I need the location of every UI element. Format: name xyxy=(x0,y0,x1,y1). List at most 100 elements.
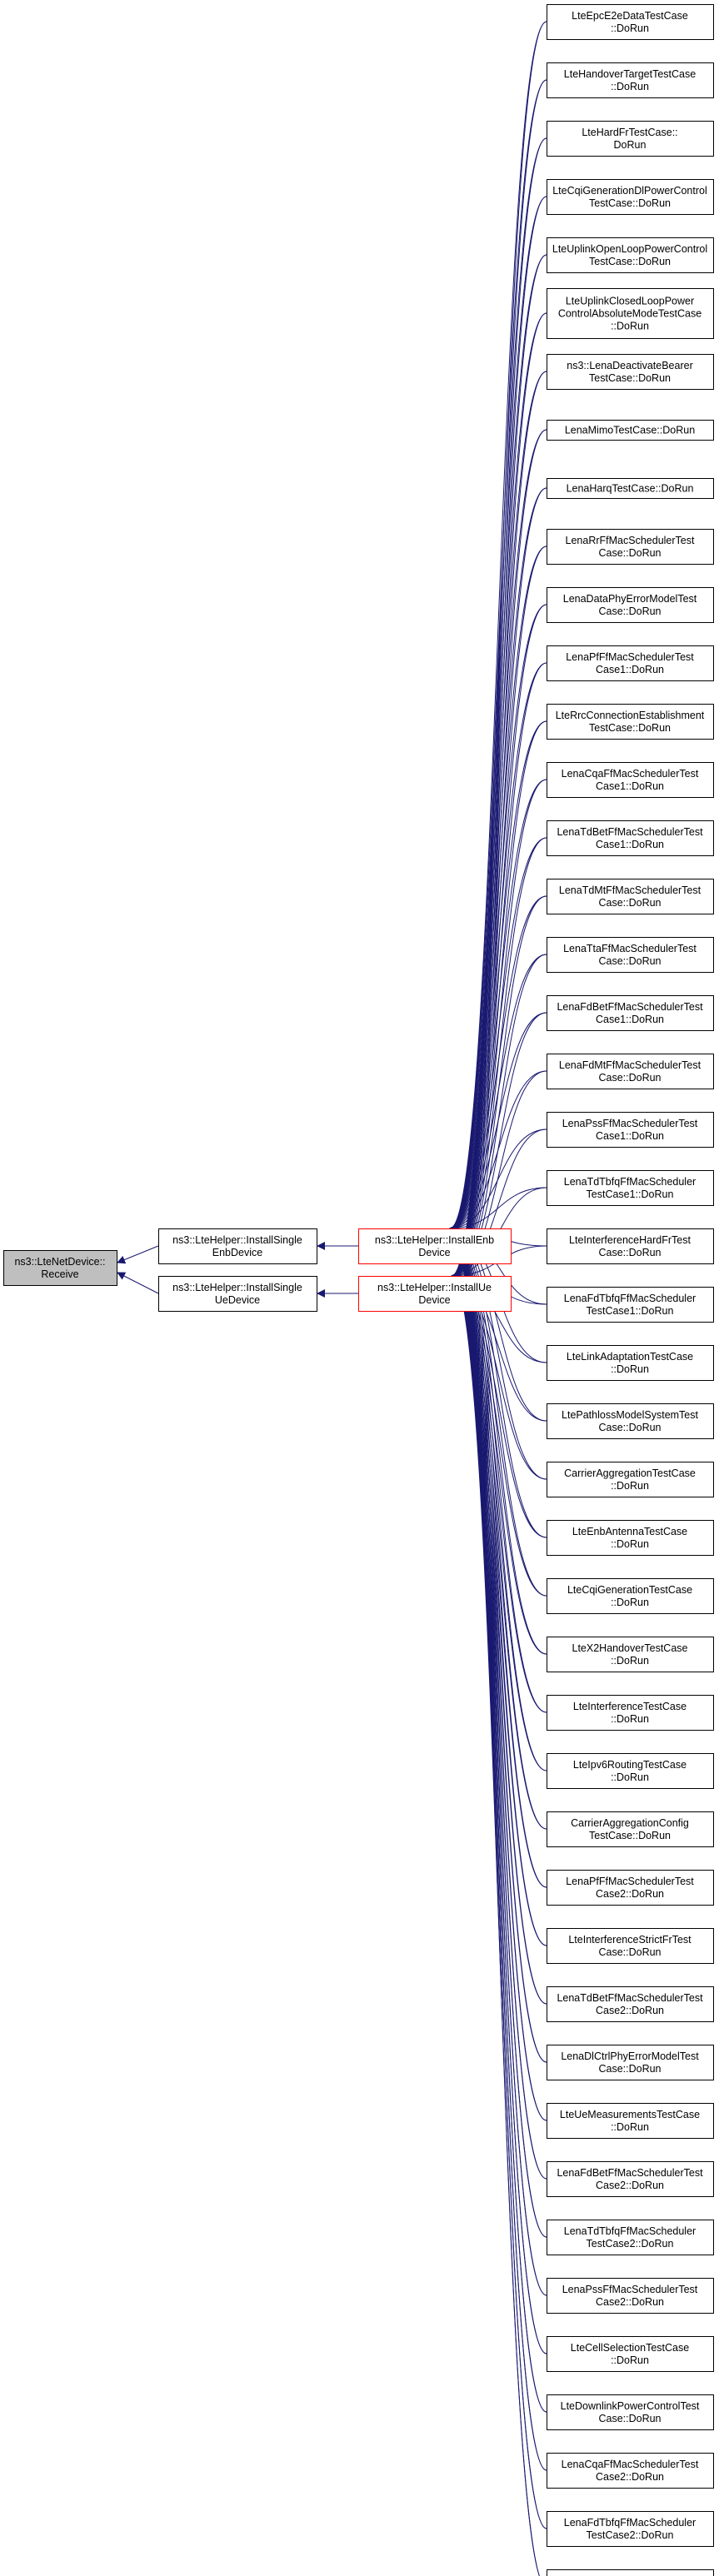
node-lenacqaffmacschedulertest-case1-dorun-box xyxy=(547,762,714,798)
node-ns3-ltehelper-installsingle-uedevice-label-line: UeDevice xyxy=(215,1294,260,1306)
node-lteinterferencestrictfrtest-case-dorun-label-line: LteInterferenceStrictFrTest xyxy=(568,1934,692,1946)
edge-test-to-installer xyxy=(451,1272,547,1713)
node-ltelinkadaptationtestcase-dorun-label-line: ::DoRun xyxy=(611,1363,649,1375)
node-ns3-ltenetdevice-receive-box xyxy=(3,1250,117,1286)
node-lenatdmtffmacschedulertest-case-dorun-label-line: Case::DoRun xyxy=(598,897,661,909)
node-ltex2handovermeasurestest-case-dorun[interactable]: LteX2HandoverMeasuresTestCase::DoRun xyxy=(547,2569,714,2576)
edge-test-to-installer xyxy=(451,1272,547,2121)
node-lenacqaffmacschedulertest-case2-dorun-label-line: LenaCqaFfMacSchedulerTest xyxy=(562,2459,699,2470)
node-lenafdtbfqffmacscheduler-testcase2-dorun-label-line: LenaFdTbfqFfMacScheduler xyxy=(564,2517,696,2529)
node-ltex2handovertestcase-dorun[interactable]: LteX2HandoverTestCase::DoRun xyxy=(547,1637,714,1672)
node-lenapssffmacschedulertest-case2-dorun-label-line: Case2::DoRun xyxy=(596,2296,664,2308)
edge-test-to-installer xyxy=(451,137,547,1280)
node-lenapfffmacschedulertest-case2-dorun-label-line: LenaPfFfMacSchedulerTest xyxy=(566,1876,694,1887)
node-lenamimotestcase-dorun[interactable]: LenaMimoTestCase::DoRun xyxy=(547,420,714,441)
node-lenafdmtffmacschedulertest-case-dorun-label-line: Case::DoRun xyxy=(598,1072,661,1084)
node-carrieraggregationtestcase-dorun[interactable]: CarrierAggregationTestCase::DoRun xyxy=(547,1462,714,1497)
node-lteuemeasurementstestcase-dorun[interactable]: LteUeMeasurementsTestCase::DoRun xyxy=(547,2103,714,2139)
node-ns3-ltenetdevice-receive[interactable]: ns3::LteNetDevice::Receive xyxy=(3,1250,117,1286)
node-lenadataphyerrormodeltest-case-dorun-label-line: LenaDataPhyErrorModelTest xyxy=(563,593,697,605)
node-lteuplinkopenlooppowercontrol-testcase-dorun[interactable]: LteUplinkOpenLoopPowerControlTestCase::D… xyxy=(547,237,714,273)
node-ns3-ltehelper-installue-device-label-line: Device xyxy=(418,1294,450,1306)
node-ltehandovertargettestcase-dorun-label-line: LteHandoverTargetTestCase xyxy=(564,68,696,80)
node-ltehardfrtestcase-dorun[interactable]: LteHardFrTestCase::DoRun xyxy=(547,121,714,157)
node-ns3-ltehelper-installenb-device-box xyxy=(358,1228,512,1264)
node-lenatdbetffmacschedulertest-case1-dorun-label-line: Case1::DoRun xyxy=(596,839,664,850)
node-carrieraggregationconfig-testcase-dorun-label-line: TestCase::DoRun xyxy=(589,1830,671,1841)
node-lenattaffmacschedulertest-case-dorun-label-line: LenaTtaFfMacSchedulerTest xyxy=(563,943,697,954)
node-lteuplinkclosedlooppower-controlabsolutemodetestcase-dorun[interactable]: LteUplinkClosedLoopPowerControlAbsoluteM… xyxy=(547,288,714,339)
node-ltelinkadaptationtestcase-dorun-label-line: LteLinkAdaptationTestCase xyxy=(567,1351,693,1363)
node-ns3-ltehelper-installsingle-enbdevice-label-line: EnbDevice xyxy=(212,1247,262,1258)
node-lenaharqtestcase-dorun[interactable]: LenaHarqTestCase::DoRun xyxy=(547,478,714,499)
node-lteepce2edatatestcase-dorun[interactable]: LteEpcE2eDataTestCase::DoRun xyxy=(547,4,714,40)
node-lteipv6routingtestcase-dorun[interactable]: LteIpv6RoutingTestCase::DoRun xyxy=(547,1753,714,1789)
node-ltex2handovertestcase-dorun-box xyxy=(547,1637,714,1672)
node-lenafdbetffmacschedulertest-case1-dorun-label-line: Case1::DoRun xyxy=(596,1014,664,1025)
node-ltecqigenerationdlpowercontrol-testcase-dorun-label-line: LteCqiGenerationDlPowerControl xyxy=(552,185,707,197)
node-lenapfffmacschedulertest-case2-dorun-label-line: Case2::DoRun xyxy=(596,1888,664,1900)
node-lterrcconnectionestablishment-testcase-dorun-label-line: LteRrcConnectionEstablishment xyxy=(556,710,705,721)
node-ltehandovertargettestcase-dorun[interactable]: LteHandoverTargetTestCase::DoRun xyxy=(547,62,714,98)
edge-test-to-installer xyxy=(449,1012,547,1233)
edge-test-to-installer xyxy=(451,312,547,1280)
edge-test-to-installer xyxy=(449,312,547,1233)
node-ltecellselectiontestcase-dorun[interactable]: LteCellSelectionTestCase::DoRun xyxy=(547,2336,714,2372)
node-lteinterferencetestcase-dorun[interactable]: LteInterferenceTestCase::DoRun xyxy=(547,1695,714,1731)
node-ltecqigenerationtestcase-dorun[interactable]: LteCqiGenerationTestCase::DoRun xyxy=(547,1578,714,1614)
node-lenafdmtffmacschedulertest-case-dorun-label-line: LenaFdMtFfMacSchedulerTest xyxy=(559,1059,702,1071)
node-lenatdbetffmacschedulertest-case2-dorun-label-line: LenaTdBetFfMacSchedulerTest xyxy=(557,1992,703,2004)
node-ltecqigenerationdlpowercontrol-testcase-dorun[interactable]: LteCqiGenerationDlPowerControlTestCase::… xyxy=(547,179,714,215)
edge-test-to-installer xyxy=(449,429,547,1233)
edge-test-to-installer xyxy=(451,1272,547,2180)
node-lteenbantennatestcase-dorun[interactable]: LteEnbAntennaTestCase::DoRun xyxy=(547,1520,714,1556)
edge-helper-to-root xyxy=(117,1245,159,1264)
edge-test-to-installer xyxy=(451,1272,547,2413)
node-lterrcconnectionestablishment-testcase-dorun[interactable]: LteRrcConnectionEstablishmentTestCase::D… xyxy=(547,704,714,740)
edge-test-to-installer xyxy=(451,1272,547,2354)
node-lteinterferencestrictfrtest-case-dorun-box xyxy=(547,1928,714,1964)
node-ltehardfrtestcase-dorun-label-line: DoRun xyxy=(614,139,647,151)
node-ltecqigenerationdlpowercontrol-testcase-dorun-label-line: TestCase::DoRun xyxy=(589,197,671,209)
node-lenatdtbfqffmacscheduler-testcase1-dorun-label-line: LenaTdTbfqFfMacScheduler xyxy=(564,1176,696,1188)
node-lteinterferencehardfrtest-case-dorun-label-line: Case::DoRun xyxy=(598,1247,661,1258)
edge-test-to-installer xyxy=(451,1272,547,2063)
node-lenatdtbfqffmacscheduler-testcase1-dorun-label-line: TestCase1::DoRun xyxy=(587,1188,674,1200)
node-lenarrffmacschedulertest-case-dorun-box xyxy=(547,529,714,565)
node-lenafdtbfqffmacscheduler-testcase1-dorun-label-line: LenaFdTbfqFfMacScheduler xyxy=(564,1293,696,1304)
node-ltepathlossmodelsystemtest-case-dorun-label-line: LtePathlossModelSystemTest xyxy=(562,1409,698,1421)
node-lenafdtbfqffmacscheduler-testcase1-dorun-box xyxy=(547,1287,714,1323)
edge-test-to-installer xyxy=(451,1272,547,2296)
node-ltelinkadaptationtestcase-dorun[interactable]: LteLinkAdaptationTestCase::DoRun xyxy=(547,1345,714,1381)
